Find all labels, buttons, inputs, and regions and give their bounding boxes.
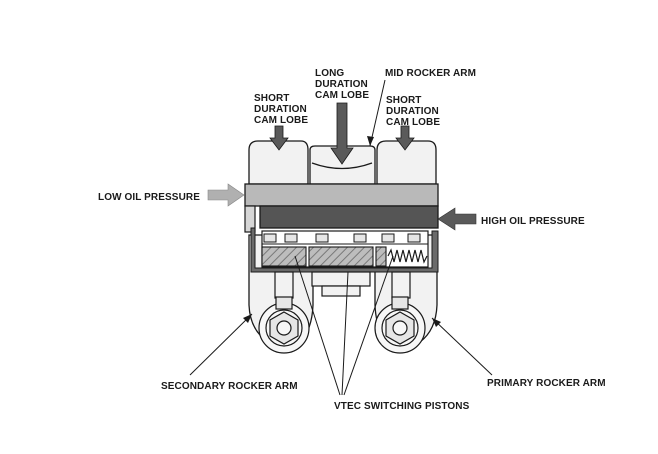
low-pressure-shaft <box>244 183 439 207</box>
return-spring <box>387 248 428 264</box>
secondary-rocker-pad <box>248 140 309 185</box>
shaft-end-cap <box>244 205 256 233</box>
low-oil-label: LOW OIL PRESSURE <box>98 192 200 203</box>
piston-primary <box>375 246 387 267</box>
leader-arrowheads <box>243 136 441 327</box>
primary-rocker-pad <box>376 140 437 185</box>
leader-lines <box>189 79 493 396</box>
vtec-pistons-label: VTEC SWITCHING PISTONS <box>334 401 470 412</box>
piston-secondary <box>261 246 307 267</box>
high-oil-label: HIGH OIL PRESSURE <box>481 216 585 227</box>
short-lobe-left-arrow <box>269 125 289 151</box>
long-lobe-label: LONG DURATION CAM LOBE <box>315 68 371 101</box>
piston-mid <box>308 246 374 267</box>
high-pressure-shaft <box>259 205 439 229</box>
long-lobe-contact <box>311 162 373 170</box>
primary-adjuster <box>374 296 426 354</box>
primary-rocker-label: PRIMARY ROCKER ARM <box>487 378 606 389</box>
high-oil-arrow <box>437 207 477 231</box>
short-lobe-left-label: SHORT DURATION CAM LOBE <box>254 93 310 126</box>
short-lobe-right-label: SHORT DURATION CAM LOBE <box>386 95 442 128</box>
long-lobe-arrow <box>330 102 354 165</box>
cam-arrows <box>269 102 415 165</box>
low-oil-arrow <box>207 183 245 207</box>
short-lobe-right-arrow <box>395 125 415 151</box>
secondary-rocker-label: SECONDARY ROCKER ARM <box>161 381 298 392</box>
mid-rocker-label: MID ROCKER ARM <box>385 68 476 79</box>
pin-row <box>263 233 421 243</box>
oil-passage <box>250 227 439 273</box>
secondary-adjuster <box>258 296 310 354</box>
